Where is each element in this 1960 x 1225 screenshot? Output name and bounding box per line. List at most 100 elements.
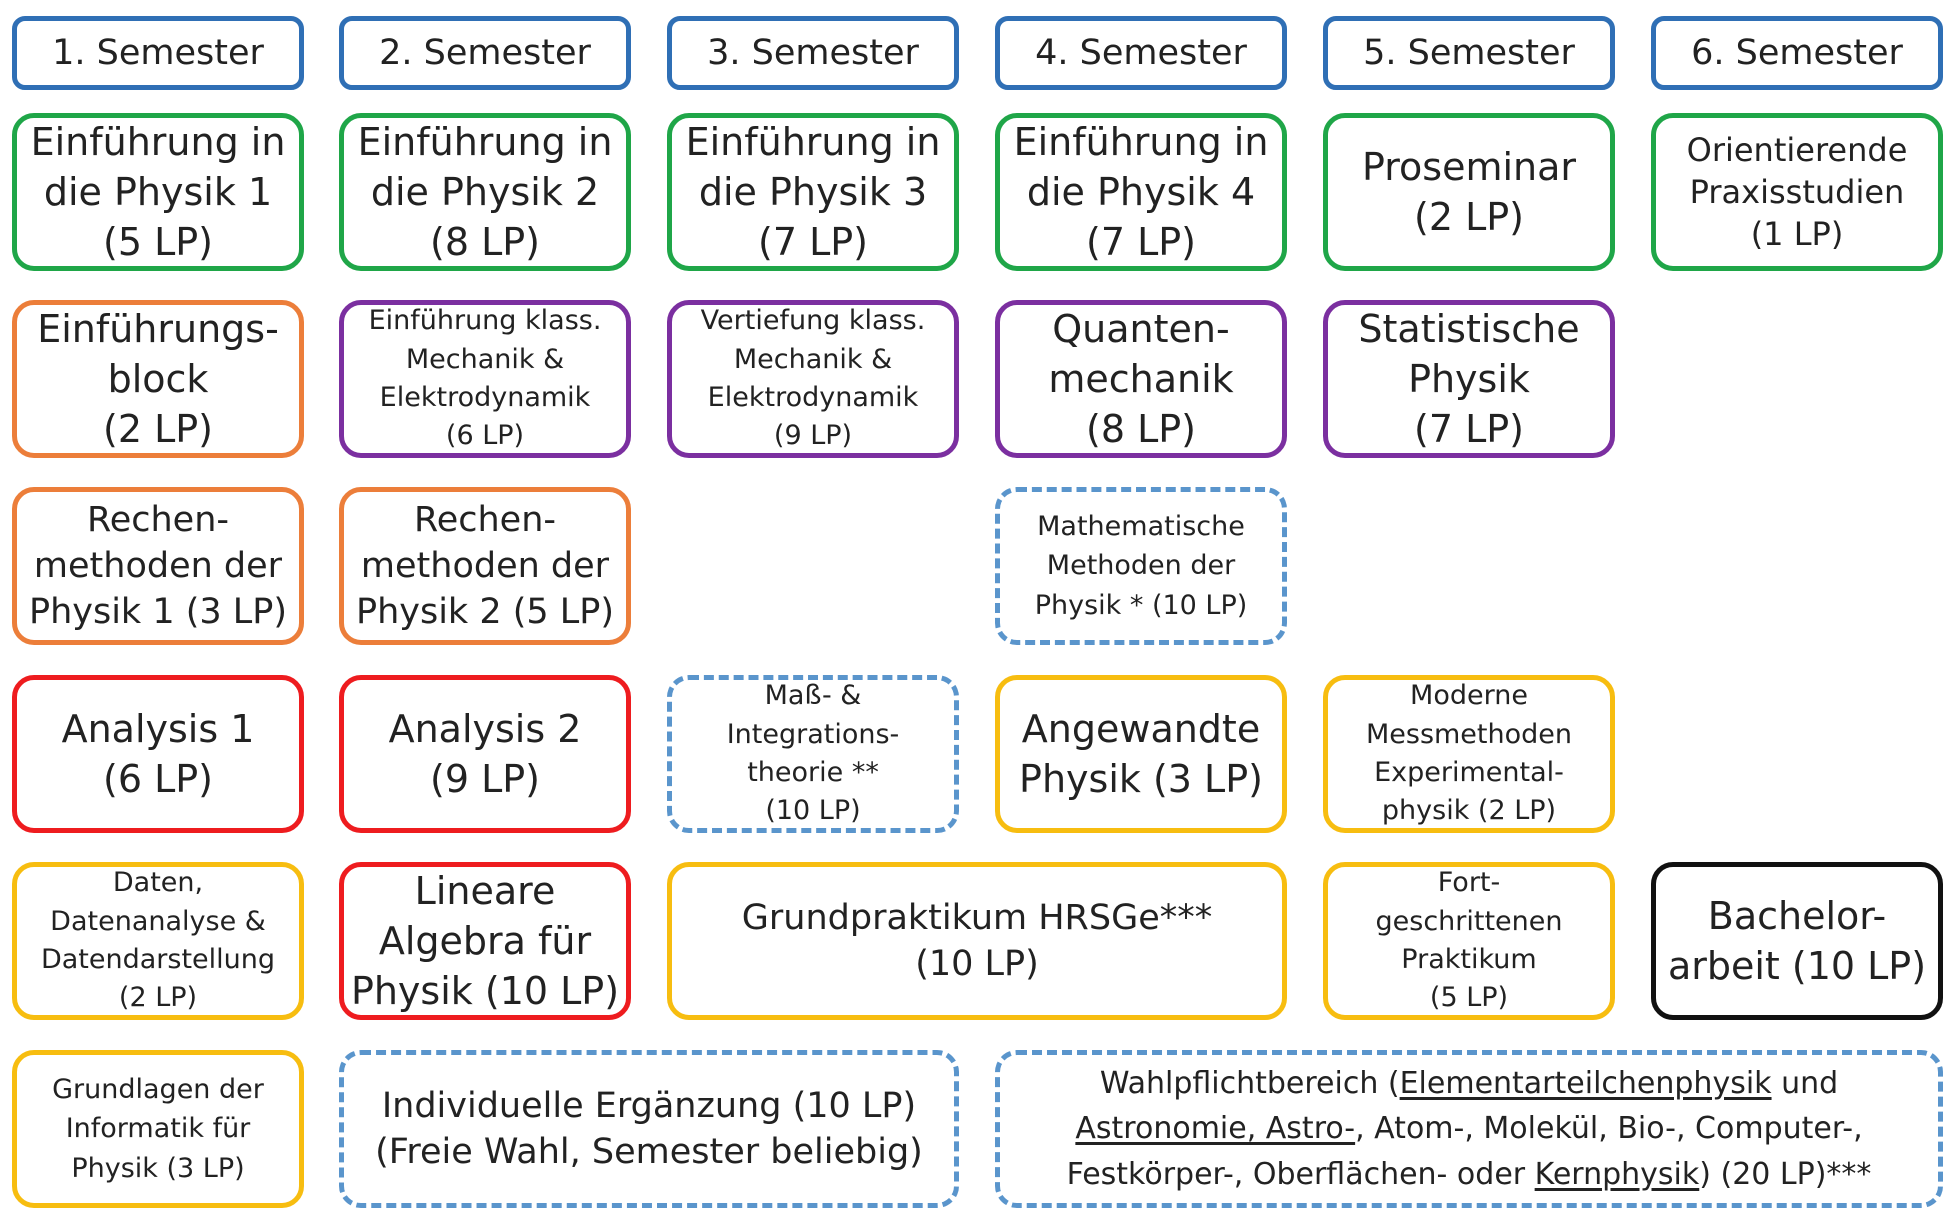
header-semester-5: 5. Semester	[1323, 16, 1615, 90]
module-line: (1 LP)	[1750, 215, 1844, 254]
module-datenanalyse: Daten, Datenanalyse & Datendarstellung (…	[12, 862, 304, 1020]
module-quantenmechanik: Quanten- mechanik (8 LP)	[995, 300, 1287, 458]
module-moderne-messmethoden: Moderne Messmethoden Experimental- physi…	[1323, 675, 1615, 833]
module-mass-integrationstheorie: Maß- & Integrations- theorie ** (10 LP)	[667, 675, 959, 833]
module-line: die Physik 4	[1026, 169, 1256, 214]
wahl-text: ) (20 LP)***	[1699, 1156, 1872, 1192]
module-grundpraktikum: Grundpraktikum HRSGe*** (10 LP)	[667, 862, 1287, 1020]
header-label: 1. Semester	[52, 32, 264, 73]
module-line: (8 LP)	[430, 220, 540, 265]
module-line: Einführung in	[685, 119, 941, 164]
module-line: (9 LP)	[430, 757, 540, 801]
module-line: Algebra für	[378, 918, 592, 963]
module-line: Experimental-	[1374, 757, 1564, 788]
module-line: (Freie Wahl, Semester beliebig)	[375, 1132, 923, 1172]
module-line: Messmethoden	[1365, 718, 1573, 750]
wahl-link-astronomie: Astronomie, Astro-	[1075, 1111, 1356, 1147]
header-label: 2. Semester	[379, 32, 591, 73]
module-line: Proseminar	[1361, 144, 1577, 189]
module-line: Datendarstellung	[40, 944, 276, 975]
module-line: (7 LP)	[758, 220, 868, 265]
module-line: Bachelor-	[1707, 893, 1887, 938]
wahl-text: und	[1771, 1065, 1839, 1101]
module-line: Quanten-	[1052, 306, 1230, 351]
wahl-text: , Atom-, Molekül, Bio-, Computer-,	[1355, 1111, 1863, 1147]
module-rechenmethoden-2: Rechen- methoden der Physik 2 (5 LP)	[339, 487, 631, 645]
module-line: arbeit (10 LP)	[1667, 944, 1927, 988]
module-line: Informatik für	[65, 1113, 251, 1145]
module-line: physik (2 LP)	[1381, 795, 1557, 827]
module-orientierende-praxisstudien: Orientierende Praxisstudien (1 LP)	[1651, 113, 1943, 271]
module-line: (9 LP)	[773, 420, 853, 452]
module-line: Analysis 2	[388, 706, 582, 751]
module-line: (10 LP)	[765, 795, 861, 827]
module-line: Einführung in	[30, 119, 286, 164]
module-line: Moderne	[1410, 680, 1528, 712]
header-semester-6: 6. Semester	[1651, 16, 1943, 90]
module-line: die Physik 1	[43, 169, 273, 214]
module-line: Mechanik &	[405, 343, 565, 375]
module-line: Rechen-	[413, 499, 557, 540]
module-line: (6 LP)	[103, 757, 213, 801]
module-line: Orientierende	[1686, 130, 1908, 169]
module-wahlpflichtbereich: Wahlpflichtbereich (Elementarteilchenphy…	[995, 1050, 1943, 1208]
module-line: (10 LP)	[915, 944, 1039, 984]
module-analysis-1: Analysis 1 (6 LP)	[12, 675, 304, 833]
module-line: Elektrodynamik	[707, 382, 919, 413]
module-line: Einführung klass.	[368, 305, 602, 337]
header-label: 6. Semester	[1691, 32, 1903, 73]
module-grundlagen-informatik: Grundlagen der Informatik für Physik (3 …	[12, 1050, 304, 1208]
module-line: methoden der	[33, 545, 283, 586]
header-semester-3: 3. Semester	[667, 16, 959, 90]
module-line: Integrations-	[726, 718, 900, 750]
module-line: die Physik 3	[698, 169, 928, 214]
module-statistische-physik: Statistische Physik (7 LP)	[1323, 300, 1615, 458]
module-line: Individuelle Ergänzung (10 LP)	[381, 1085, 917, 1126]
module-line: Mechanik &	[733, 343, 893, 375]
header-label: 3. Semester	[707, 32, 919, 73]
module-line: (2 LP)	[103, 407, 213, 452]
module-rechenmethoden-1: Rechen- methoden der Physik 1 (3 LP)	[12, 487, 304, 645]
module-line: (5 LP)	[103, 220, 213, 265]
module-line: Einführung in	[1013, 119, 1269, 164]
module-line: Daten,	[112, 867, 204, 899]
header-semester-2: 2. Semester	[339, 16, 631, 90]
module-line: Elektrodynamik	[379, 382, 591, 413]
module-line: (7 LP)	[1414, 407, 1524, 452]
module-angewandte-physik: Angewandte Physik (3 LP)	[995, 675, 1287, 833]
module-line: Physik (10 LP)	[350, 969, 620, 1014]
module-line: Fort-	[1437, 867, 1501, 899]
module-vertiefung-mechanik-elektrodynamik: Vertiefung klass. Mechanik & Elektrodyna…	[667, 300, 959, 458]
module-line: Physik 1 (3 LP)	[28, 592, 288, 633]
wahl-link-elementarteilchen: Elementarteilchenphysik	[1399, 1065, 1772, 1101]
header-label: 4. Semester	[1035, 32, 1247, 73]
module-line: (7 LP)	[1086, 220, 1196, 265]
module-line: (2 LP)	[1414, 195, 1524, 239]
wahl-line-3: Festkörper-, Oberflächen- oder Kernphysi…	[1067, 1152, 1872, 1198]
module-proseminar: Proseminar (2 LP)	[1323, 113, 1615, 271]
wahl-line-2: Astronomie, Astro-, Atom-, Molekül, Bio-…	[1075, 1106, 1862, 1152]
module-mathematische-methoden: Mathematische Methoden der Physik * (10 …	[995, 487, 1287, 645]
module-line: Physik	[1408, 356, 1530, 401]
module-line: methoden der	[360, 545, 610, 586]
module-line: Datenanalyse &	[50, 905, 266, 937]
module-einfuehrung-physik-4: Einführung in die Physik 4 (7 LP)	[995, 113, 1287, 271]
header-semester-4: 4. Semester	[995, 16, 1287, 90]
wahl-text: Wahlpflichtbereich (	[1099, 1065, 1400, 1101]
module-fortgeschrittenen-praktikum: Fort- geschrittenen Praktikum (5 LP)	[1323, 862, 1615, 1020]
module-line: Statistische	[1358, 306, 1580, 351]
module-einfuehrung-physik-1: Einführung in die Physik 1 (5 LP)	[12, 113, 304, 271]
module-line: Praxisstudien	[1689, 172, 1905, 211]
module-line: (2 LP)	[118, 982, 198, 1014]
module-bachelorarbeit: Bachelor- arbeit (10 LP)	[1651, 862, 1943, 1020]
module-line: Praktikum	[1401, 944, 1537, 975]
module-line: Maß- &	[764, 680, 862, 712]
module-line: Analysis 1	[61, 706, 255, 751]
module-line: Mathematische	[1037, 511, 1245, 543]
module-line: Vertiefung klass.	[700, 305, 926, 337]
module-line: Physik (3 LP)	[71, 1152, 245, 1184]
module-line: Lineare	[414, 868, 556, 913]
module-line: Einführung in	[357, 119, 613, 164]
module-einfuehrung-physik-3: Einführung in die Physik 3 (7 LP)	[667, 113, 959, 271]
module-einfuehrung-mechanik-elektrodynamik: Einführung klass. Mechanik & Elektrodyna…	[339, 300, 631, 458]
